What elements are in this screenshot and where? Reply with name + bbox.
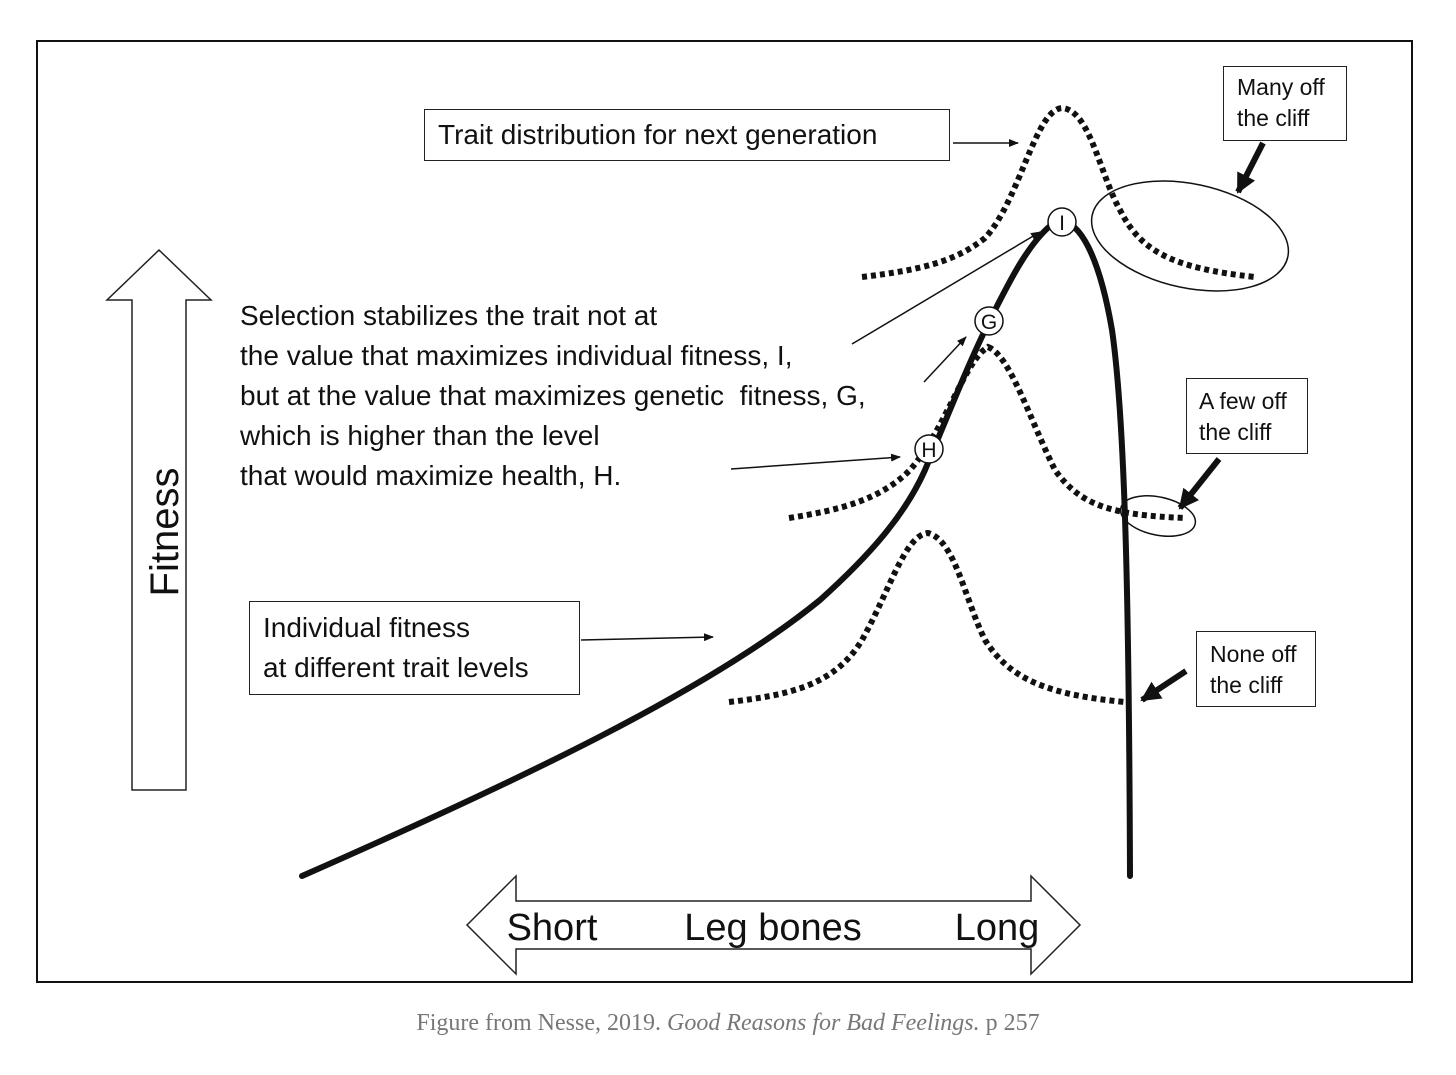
selection-line-2: the value that maximizes individual fitn… xyxy=(240,340,793,371)
few-off-ellipse xyxy=(1119,495,1197,537)
marker-i: I xyxy=(1047,207,1077,237)
selection-line-3: but at the value that maximizes genetic … xyxy=(240,380,866,411)
arrow-few-off xyxy=(1177,457,1222,510)
caption-suffix: p 257 xyxy=(979,1010,1040,1036)
fitness-axis-label: Fitness xyxy=(143,468,187,597)
distribution-lower-generation xyxy=(728,529,1126,705)
leg-long-label: Long xyxy=(955,907,1040,949)
leg-bones-arrow xyxy=(465,874,1082,976)
selection-line-5: that would maximize health, H. xyxy=(240,460,622,491)
few-off-line-2: the cliff xyxy=(1199,419,1272,445)
many-off-line-1: Many off xyxy=(1237,74,1325,100)
leg-bones-label: Leg bones xyxy=(684,907,862,949)
caption-prefix: Figure from Nesse, 2019. xyxy=(416,1010,667,1036)
next-generation-box: Trait distribution for next generation xyxy=(424,109,950,161)
next-generation-label: Trait distribution for next generation xyxy=(438,119,878,150)
selection-line-4: which is higher than the level xyxy=(240,420,600,451)
many-off-box: Many off the cliff xyxy=(1223,66,1347,141)
arrow-individual-fitness xyxy=(580,633,714,642)
none-off-line-2: the cliff xyxy=(1210,672,1283,698)
arrow-to-h xyxy=(730,453,901,470)
figure-caption: Figure from Nesse, 2019. Good Reasons fo… xyxy=(0,1010,1456,1037)
arrow-to-i xyxy=(851,231,1041,345)
selection-explanation: Selection stabilizes the trait not at th… xyxy=(240,296,866,496)
none-off-box: None off the cliff xyxy=(1196,631,1316,707)
individual-fitness-line-1: Individual fitness xyxy=(263,612,471,643)
marker-g: G xyxy=(974,306,1004,336)
many-off-ellipse xyxy=(1090,180,1290,292)
distribution-current-generation xyxy=(788,343,1186,521)
selection-line-1: Selection stabilizes the trait not at xyxy=(240,300,658,331)
many-off-line-2: the cliff xyxy=(1237,105,1310,131)
fitness-axis-arrow xyxy=(105,248,213,791)
few-off-box: A few off the cliff xyxy=(1186,378,1308,454)
marker-h: H xyxy=(914,434,944,464)
individual-fitness-line-2: at different trait levels xyxy=(263,652,529,683)
svg-text:H: H xyxy=(921,439,936,462)
few-off-line-1: A few off xyxy=(1199,388,1287,414)
caption-book-title: Good Reasons for Bad Feelings. xyxy=(667,1010,980,1036)
arrow-none-off xyxy=(1140,668,1188,703)
individual-fitness-box: Individual fitness at different trait le… xyxy=(249,601,580,695)
arrow-to-g xyxy=(923,336,967,383)
leg-short-label: Short xyxy=(507,907,598,949)
figure-frame xyxy=(36,40,1413,983)
svg-text:I: I xyxy=(1059,212,1065,235)
none-off-line-1: None off xyxy=(1210,641,1297,667)
svg-text:G: G xyxy=(981,311,997,334)
distribution-next-generation xyxy=(861,104,1256,280)
arrow-many-off xyxy=(1235,141,1266,194)
